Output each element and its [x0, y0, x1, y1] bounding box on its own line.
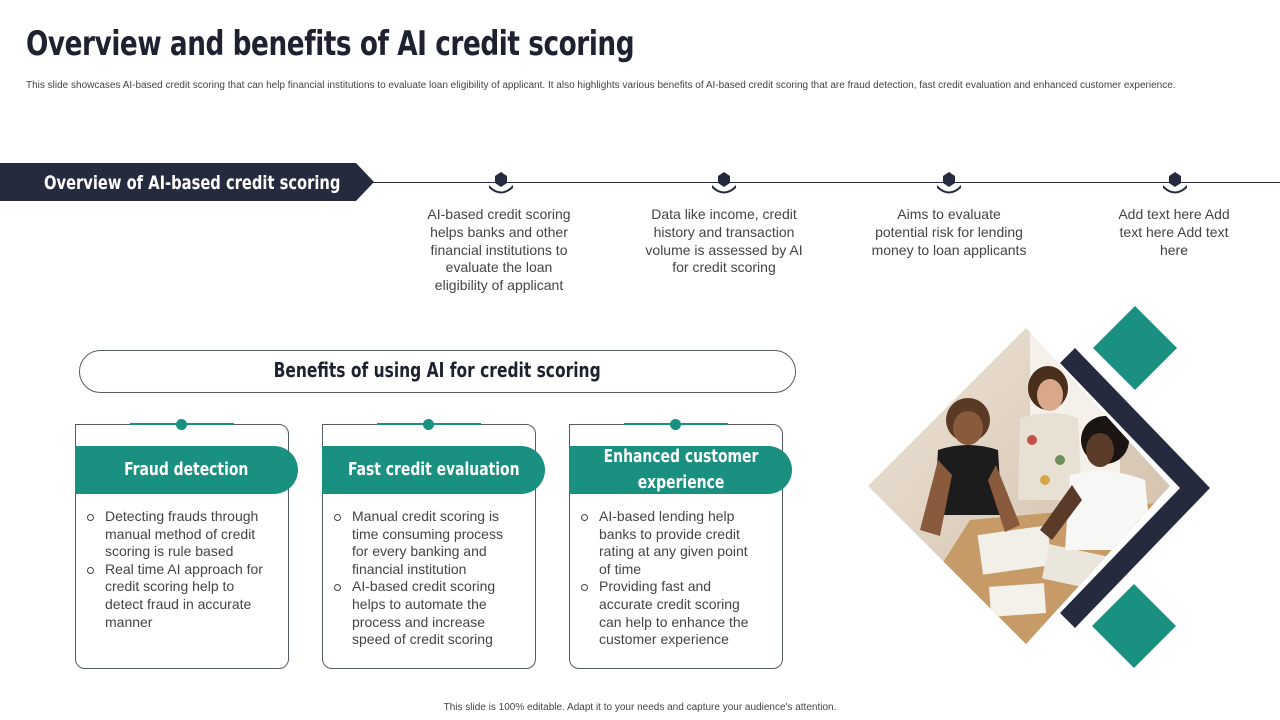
overview-timeline-line — [370, 182, 1280, 183]
card-top-dot — [670, 419, 681, 430]
location-pin-icon — [712, 172, 736, 194]
list-item: Manual credit scoring is time consuming … — [334, 508, 514, 578]
overview-item-1: AI-based credit scoring helps banks and … — [427, 206, 571, 294]
benefits-header-pill — [79, 350, 796, 393]
overview-banner-label: Overview of AI-based credit scoring — [44, 172, 341, 194]
benefits-header-label: Benefits of using AI for credit scoring — [273, 358, 602, 382]
card-top-dot — [423, 419, 434, 430]
list-item: Real time AI approach for credit scoring… — [87, 561, 267, 631]
list-item: AI-based lending help banks to provide c… — [581, 508, 761, 578]
card-top-dot — [176, 419, 187, 430]
location-pin-icon — [489, 172, 513, 194]
overview-item-2: Data like income, credit history and tra… — [645, 206, 803, 276]
overview-item-3: Aims to evaluate potential risk for lend… — [871, 206, 1027, 258]
benefit-card-title: Fast credit evaluation — [322, 446, 545, 494]
benefit-card-list: AI-based lending help banks to provide c… — [581, 508, 761, 649]
benefit-card-list: Detecting frauds through manual method o… — [87, 508, 267, 631]
teal-diamond-top — [1093, 306, 1177, 390]
footer-note: This slide is 100% editable. Adapt it to… — [443, 702, 837, 713]
benefit-card-list: Manual credit scoring is time consuming … — [334, 508, 514, 649]
benefit-card-title: Fraud detection — [75, 446, 298, 494]
location-pin-icon — [937, 172, 961, 194]
overview-item-4: Add text here Add text here Add text her… — [1118, 206, 1230, 258]
list-item: Providing fast and accurate credit scori… — [581, 578, 761, 648]
page-title: Overview and benefits of AI credit scori… — [26, 24, 635, 64]
list-item: Detecting frauds through manual method o… — [87, 508, 267, 561]
teal-diamond-bottom — [1092, 584, 1176, 668]
overview-banner — [0, 163, 374, 201]
list-item: AI-based credit scoring helps to automat… — [334, 578, 514, 648]
team-photo-illustration — [868, 306, 1210, 668]
location-pin-icon — [1163, 172, 1187, 194]
navy-frame-shape — [1060, 348, 1210, 628]
page-subtitle: This slide showcases AI-based credit sco… — [26, 80, 1176, 91]
benefit-card-title: Enhanced customer experience — [569, 446, 792, 494]
